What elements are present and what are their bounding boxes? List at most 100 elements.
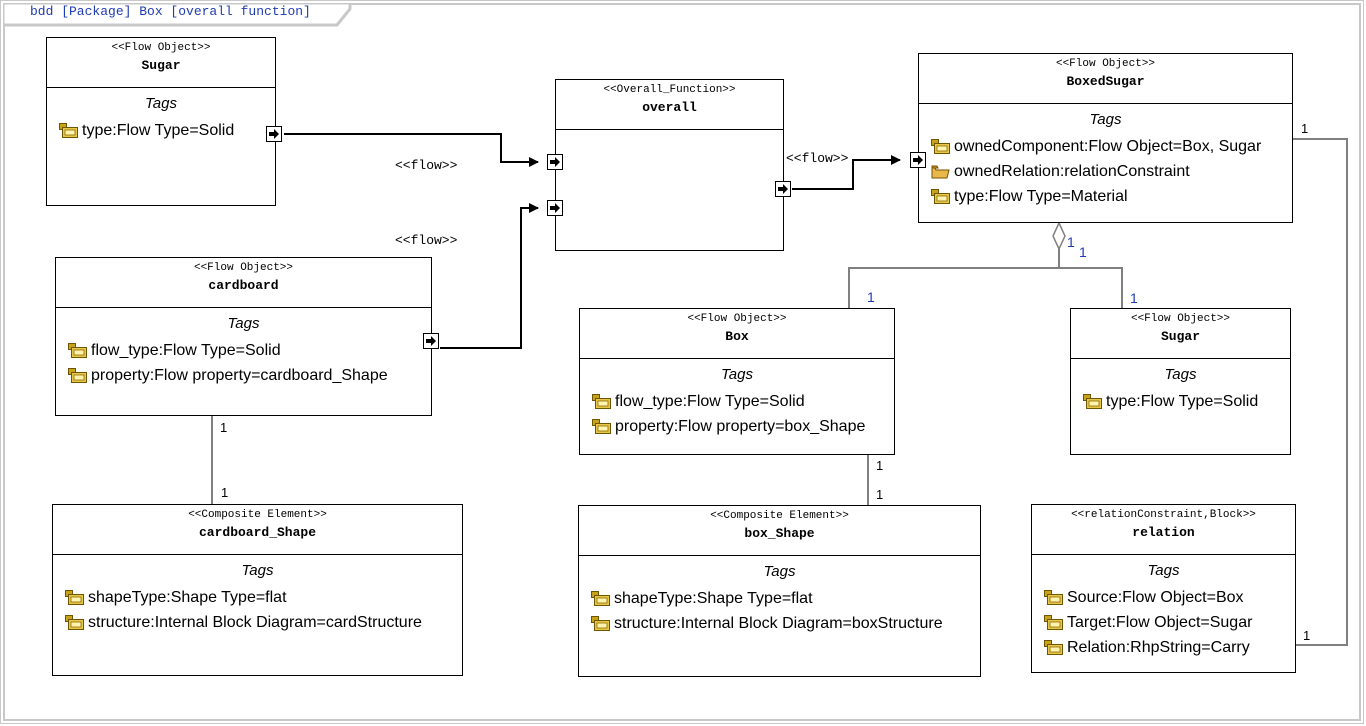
block-sugar-part[interactable]: <<Flow Object>> Sugar Tags type:Flow Typ… [1070,308,1291,455]
block-header: <<Flow Object>> cardboard [56,258,431,308]
tags-section: Tags Source:Flow Object=Box Target:Flow … [1032,561,1295,660]
stereotype-label: <<Flow Object>> [111,42,211,54]
tag-row[interactable]: Target:Flow Object=Sugar [1032,610,1295,635]
flow-port-cardboard-out[interactable] [423,333,439,349]
block-relation[interactable]: <<relationConstraint,Block>> relation Ta… [1031,504,1296,673]
tag-icon [59,123,78,138]
tag-row[interactable]: shapeType:Shape Type=flat [53,585,462,610]
tag-icon [1044,640,1063,655]
block-header: <<Overall_Function>> overall [556,80,783,130]
tag-row[interactable]: type:Flow Type=Material [919,184,1292,209]
multiplicity-label: 1 [1301,121,1309,136]
block-header: <<Flow Object>> Sugar [1071,309,1290,359]
tag-icon [931,139,950,154]
aggregation-line-sugar [1059,267,1123,308]
block-name: Sugar [141,58,181,73]
tag-row[interactable]: ownedRelation:relationConstraint [919,159,1292,184]
flow-port-sugar-out[interactable] [266,126,282,142]
tag-text: type:Flow Type=Solid [82,122,235,139]
tag-icon [591,591,610,606]
stereotype-label: <<Flow Object>> [1055,58,1156,70]
stereotype-label: <<Flow Object>> [687,313,787,325]
block-name: overall [642,100,697,115]
tags-section: Tags ownedComponent:Flow Object=Box, Sug… [919,110,1292,209]
multiplicity-label: 1 [220,420,228,435]
block-box[interactable]: <<Flow Object>> Box Tags flow_type:Flow … [579,308,895,455]
flow-port-boxedsugar-in[interactable] [910,152,926,168]
block-name: cardboard_Shape [198,525,317,540]
flow-port-overall-in-2[interactable] [547,200,563,216]
stereotype-label: <<Composite Element>> [710,510,849,522]
stereotype-label: <<Flow Object>> [1130,313,1231,325]
tag-text: property:Flow property=cardboard_Shape [91,367,388,384]
flow-line-sugar-to-overall [284,133,539,167]
block-header: <<relationConstraint,Block>> relation [1032,505,1295,555]
block-box-shape[interactable]: <<Composite Element>> box_Shape Tags sha… [578,505,981,677]
multiplicity-label: 1 [1130,290,1138,306]
flow-port-overall-out[interactable] [775,181,791,197]
tag-row[interactable]: shapeType:Shape Type=flat [579,586,980,611]
tag-icon [591,616,610,631]
flow-port-overall-in-1[interactable] [547,154,563,170]
tags-section: Tags shapeType:Shape Type=flat structure… [579,562,980,636]
tag-row[interactable]: type:Flow Type=Solid [1071,389,1290,414]
tags-section: Tags type:Flow Type=Solid [1071,365,1290,414]
multiplicity-label: 1 [1067,234,1075,250]
block-cardboard-shape[interactable]: <<Composite Element>> cardboard_Shape Ta… [52,504,463,676]
tags-section: Tags flow_type:Flow Type=Solid property:… [580,365,894,439]
aggregation-diamond [1052,221,1066,251]
block-boxedsugar[interactable]: <<Flow Object>> BoxedSugar Tags ownedCom… [918,53,1293,223]
tag-text: shapeType:Shape Type=flat [614,590,813,607]
tag-row[interactable]: property:Flow property=cardboard_Shape [56,363,431,388]
tag-row[interactable]: structure:Internal Block Diagram=boxStru… [579,611,980,636]
tag-row[interactable]: Source:Flow Object=Box [1032,585,1295,610]
tag-row[interactable]: ownedComponent:Flow Object=Box, Sugar [919,134,1292,159]
tags-section: Tags type:Flow Type=Solid [47,94,275,143]
tag-text: shapeType:Shape Type=flat [88,589,287,606]
block-name: Sugar [1160,329,1200,344]
tag-text: ownedRelation:relationConstraint [954,163,1190,180]
frame-label: bdd [Package] Box [overall function] [30,4,311,19]
tag-icon [931,189,950,204]
block-header: <<Composite Element>> box_Shape [579,506,980,556]
tag-row[interactable]: property:Flow property=box_Shape [580,414,894,439]
multiplicity-label: 1 [1079,244,1087,260]
tag-icon [65,615,84,630]
block-header: <<Flow Object>> Box [580,309,894,359]
multiplicity-label: 1 [876,458,884,473]
flow-line-cardboard-to-overall [440,203,539,349]
stereotype-label: <<Composite Element>> [188,509,327,521]
block-name: cardboard [208,278,279,293]
tag-row[interactable]: flow_type:Flow Type=Solid [56,338,431,363]
block-name: BoxedSugar [1066,74,1145,89]
diagram-frame-inner [3,3,1361,721]
block-header: <<Composite Element>> cardboard_Shape [53,505,462,555]
tag-icon [592,394,611,409]
tag-row[interactable]: Relation:RhpString=Carry [1032,635,1295,660]
stereotype-label: <<Overall_Function>> [603,84,736,96]
section-title: Tags [721,366,753,383]
block-sugar-source[interactable]: <<Flow Object>> Sugar Tags type:Flow Typ… [46,37,276,206]
tag-text: structure:Internal Block Diagram=cardStr… [88,614,422,631]
block-cardboard[interactable]: <<Flow Object>> cardboard Tags flow_type… [55,257,432,416]
tag-icon [1044,590,1063,605]
section-title: Tags [227,315,260,332]
tag-row[interactable]: flow_type:Flow Type=Solid [580,389,894,414]
arrow-right-icon [269,129,279,139]
section-title: Tags [241,562,274,579]
tag-icon [65,590,84,605]
block-overall[interactable]: <<Overall_Function>> overall [555,79,784,251]
tag-text: property:Flow property=box_Shape [615,418,866,435]
stereotype-label: <<Flow Object>> [193,262,294,274]
tags-section: Tags shapeType:Shape Type=flat structure… [53,561,462,635]
section-title: Tags [1164,366,1197,383]
tag-row[interactable]: structure:Internal Block Diagram=cardStr… [53,610,462,635]
tag-icon [1044,615,1063,630]
section-title: Tags [763,563,796,580]
multiplicity-label: 1 [867,289,875,305]
tag-row[interactable]: type:Flow Type=Solid [47,118,275,143]
tags-section: Tags flow_type:Flow Type=Solid property:… [56,314,431,388]
block-header: <<Flow Object>> BoxedSugar [919,54,1292,104]
tag-icon [592,419,611,434]
